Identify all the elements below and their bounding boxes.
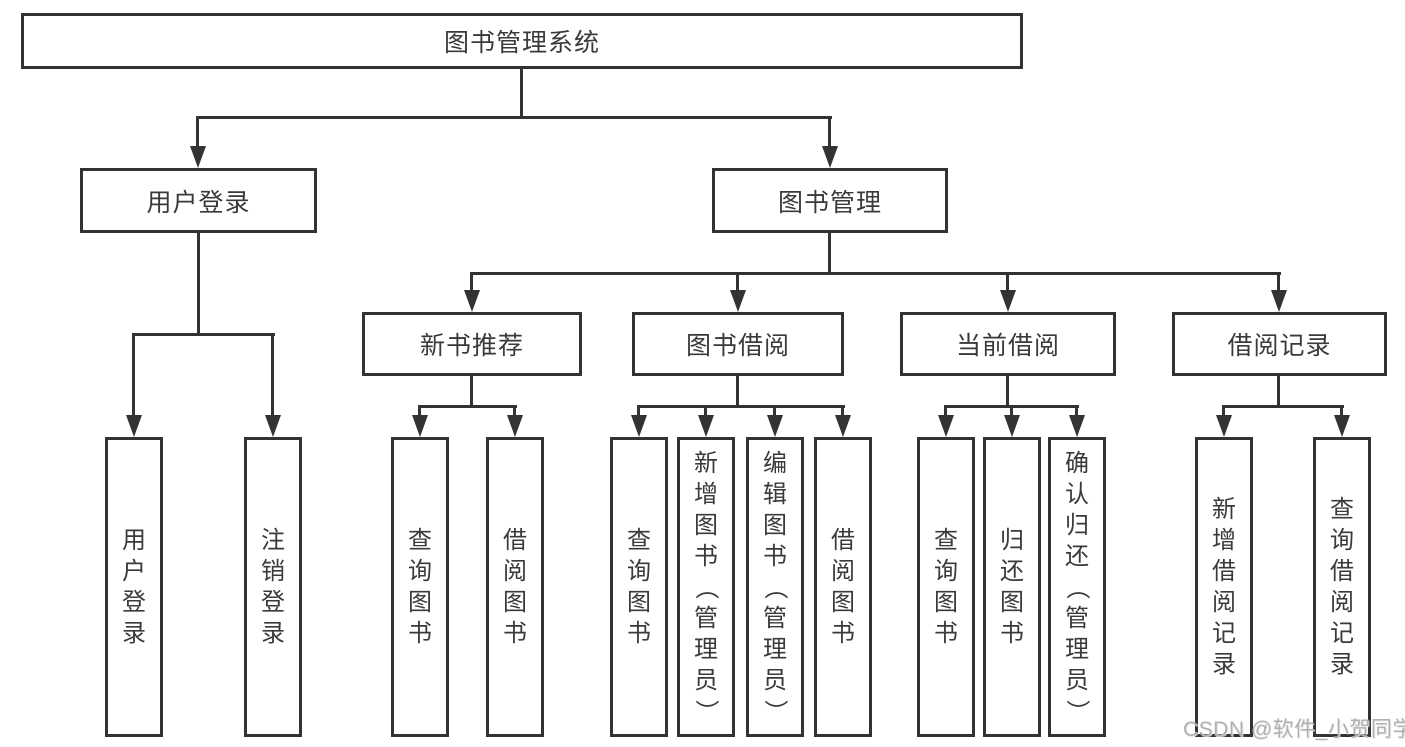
leaf-borrowing-borrow-book: 借阅图书 xyxy=(814,437,872,737)
connector-stem-book-management xyxy=(828,118,831,148)
connector-new-book-crossbar xyxy=(418,405,517,408)
connector-borrowing-records-trunk xyxy=(1277,375,1280,407)
leaf-recommend-query-book: 查询图书 xyxy=(391,437,449,737)
node-borrowing-records: 借阅记录 xyxy=(1172,312,1387,376)
node-book-management: 图书管理 xyxy=(712,168,948,233)
leaf-current-return-book: 归还图书 xyxy=(983,437,1041,737)
connector-stem xyxy=(513,407,516,417)
arrow-down-icon xyxy=(1334,415,1350,437)
connector-stem xyxy=(773,407,776,417)
leaf-records-query-record: 查询借阅记录 xyxy=(1313,437,1371,737)
arrow-down-icon xyxy=(412,415,428,437)
leaf-recommend-borrow-book: 借阅图书 xyxy=(486,437,544,737)
connector-stem xyxy=(637,407,640,417)
node-label: 图书借阅 xyxy=(685,332,790,360)
node-current-borrowing: 当前借阅 xyxy=(900,312,1116,376)
connector-stem xyxy=(841,407,844,417)
arrow-down-icon xyxy=(1000,290,1016,312)
node-label: 用户登录 xyxy=(146,188,251,217)
connector-book-management-crossbar xyxy=(470,272,1281,275)
arrow-down-icon xyxy=(507,415,523,437)
connector-user-login-trunk xyxy=(197,232,200,335)
arrow-down-icon xyxy=(126,415,142,437)
leaf-borrowing-edit-book-admin: 编辑图书（管理员） xyxy=(746,437,804,737)
arrow-down-icon xyxy=(1271,290,1287,312)
arrow-down-icon xyxy=(1216,415,1232,437)
connector-stem xyxy=(418,407,421,417)
arrow-down-icon xyxy=(1069,415,1085,437)
connector-stem xyxy=(1340,407,1343,417)
leaf-user-login: 用户登录 xyxy=(105,437,163,737)
connector-stem-new-book xyxy=(470,274,473,290)
node-label: 图书管理系统 xyxy=(443,29,600,57)
connector-stem-leaf-login xyxy=(132,335,135,415)
arrow-down-icon xyxy=(767,415,783,437)
leaf-current-confirm-return-admin: 确认归还（管理员） xyxy=(1048,437,1106,737)
connector-root-trunk xyxy=(520,68,523,118)
leaf-records-add-record: 新增借阅记录 xyxy=(1195,437,1253,737)
connector-root-crossbar xyxy=(196,116,832,119)
connector-stem xyxy=(1010,407,1013,417)
connector-book-management-trunk xyxy=(828,232,831,274)
arrow-down-icon xyxy=(265,415,281,437)
node-label: 图书管理 xyxy=(777,188,882,217)
connector-book-borrowing-trunk xyxy=(736,375,739,407)
node-user-login: 用户登录 xyxy=(80,168,317,233)
arrow-down-icon xyxy=(835,415,851,437)
connector-current-borrowing-crossbar xyxy=(944,405,1079,408)
node-label: 当前借阅 xyxy=(955,332,1060,360)
connector-stem-borrowing-records xyxy=(1277,274,1280,290)
arrow-down-icon xyxy=(631,415,647,437)
arrow-down-icon xyxy=(190,146,206,168)
connector-stem-book-borrowing xyxy=(736,274,739,290)
leaf-logout: 注销登录 xyxy=(244,437,302,737)
connector-user-login-crossbar xyxy=(132,333,275,336)
node-new-book-recommend: 新书推荐 xyxy=(362,312,582,376)
connector-stem-current-borrowing xyxy=(1006,274,1009,290)
connector-stem xyxy=(1222,407,1225,417)
leaf-borrowing-query-book: 查询图书 xyxy=(610,437,668,737)
arrow-down-icon xyxy=(698,415,714,437)
node-book-borrowing: 图书借阅 xyxy=(632,312,844,376)
leaf-borrowing-add-book-admin: 新增图书（管理员） xyxy=(677,437,735,737)
arrow-down-icon xyxy=(464,290,480,312)
connector-stem xyxy=(944,407,947,417)
connector-stem-leaf-logout xyxy=(271,335,274,415)
connector-stem-user-login xyxy=(196,118,199,148)
arrow-down-icon xyxy=(938,415,954,437)
connector-stem xyxy=(1075,407,1078,417)
connector-new-book-trunk xyxy=(470,375,473,407)
connector-current-borrowing-trunk xyxy=(1006,375,1009,407)
node-label: 新书推荐 xyxy=(419,332,524,360)
arrow-down-icon xyxy=(1004,415,1020,437)
arrow-down-icon xyxy=(730,290,746,312)
node-library-management-system: 图书管理系统 xyxy=(21,13,1023,69)
leaf-current-query-book: 查询图书 xyxy=(917,437,975,737)
arrow-down-icon xyxy=(822,146,838,168)
watermark: CSDN @软件_小贺同学 xyxy=(1183,718,1405,741)
connector-stem xyxy=(704,407,707,417)
node-label: 借阅记录 xyxy=(1227,332,1332,360)
connector-book-borrowing-crossbar xyxy=(637,405,845,408)
connector-borrowing-records-crossbar xyxy=(1222,405,1344,408)
